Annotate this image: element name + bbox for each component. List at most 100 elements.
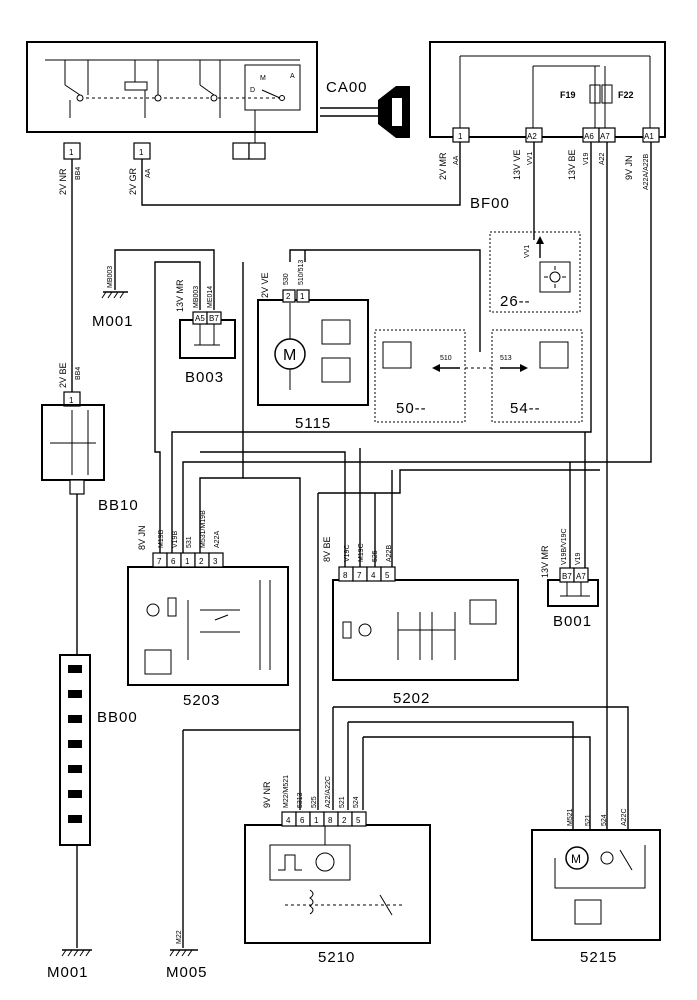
pin-5210-5: 5 [356,816,361,825]
svg-text:D: D [250,87,255,94]
pin-5202-4: 4 [371,571,376,580]
wire-b003-me014: ME014 [207,286,214,308]
label-54: 54-- [510,400,541,417]
switches-50-54 [374,329,583,423]
pin-bf00-ve: A2 [527,132,537,141]
svg-text:M: M [571,852,581,866]
wire-bf00-mr-color: 2V MR [438,152,448,180]
wire-ca00-mid-code: AA [145,168,152,178]
wire-5210-a22: A22/A22C [325,776,332,808]
pin-5115-1: 1 [300,292,305,301]
ground-m005 [169,949,198,957]
wire-bb10-code: BB4 [75,367,82,380]
wire-5210-524: 524 [353,796,360,808]
label-5210: 5210 [318,949,355,966]
label-m005: M005 [166,964,208,981]
label-b003: B003 [185,369,224,386]
wire-b001-color: 13V MR [540,545,550,578]
pin-5203-3: 3 [213,557,218,566]
wire-5210-525: 525 [311,796,318,808]
wire-5203-m19b: M19B [158,529,165,548]
pin-bf00-mr: 1 [458,132,463,141]
label-5202: 5202 [393,690,430,707]
wire-5202-525: 525 [372,550,379,562]
label-m001-lower: M001 [47,964,89,981]
wire-5202-color: 8V BE [322,536,332,562]
pin-5210-8: 8 [328,816,333,825]
wire-5215-524: 524 [601,814,608,826]
wire-5215-521: 521 [585,814,592,826]
pin-5210-2: 2 [342,816,347,825]
wire-b003-color: 13V MR [175,279,185,312]
label-ca00: CA00 [326,79,368,96]
pin-b001-b7: B7 [562,572,572,581]
label-5203: 5203 [183,692,220,709]
pin-b003-b7: B7 [209,314,219,323]
relay-5203 [127,552,289,686]
wire-5215-a22c: A22C [621,808,628,826]
wire-bb10-color: 2V BE [58,362,68,388]
pin-5202-7: 7 [357,571,362,580]
pin-5202-8: 8 [343,571,348,580]
pin-b001-a7: A7 [576,572,586,581]
label-bf00: BF00 [470,195,510,212]
wire-5202-m19c: M19C [358,543,365,562]
label-5115: 5115 [295,415,331,432]
fuse-f19: F19 [560,90,576,100]
wire-b001-v19b: V19B/V19C [561,528,568,565]
wire-26: VV1 [524,245,531,258]
wire-5210-m22: M22/M521 [283,775,290,808]
pin-ca00-left: 1 [69,148,74,157]
wire-bf00-ve-color: 13V VE [512,149,522,180]
wire-5203-m531: M531/M19B [200,510,207,548]
pin-b003-a5: A5 [195,314,205,323]
wire-m005: M22 [176,930,183,944]
wire-ca00-left-color: 2V NR [58,168,68,195]
wire-5215-m521: M521 [567,808,574,826]
wire-5210-5313: 5313 [297,792,304,808]
wire-5210-color: 9V NR [262,781,272,808]
label-50: 50-- [396,400,427,417]
wire-m001: MB003 [107,266,114,288]
wire-50: 510 [440,355,452,362]
ground-m001-lower [61,949,92,957]
wire-5115-530: 530 [283,273,290,285]
pin-bf00-a7: A7 [600,132,610,141]
wire-ca00-mid-color: 2V GR [128,167,138,195]
svg-text:M: M [283,347,296,364]
wire-5210-521: 521 [339,796,346,808]
battery-bb00 [59,654,91,948]
wire-bf00-ve-code: VV1 [527,152,534,165]
pin-ca00-mid: 1 [139,148,144,157]
pin-bb10: 1 [69,396,74,405]
wire-b001-v19: V19 [575,552,582,565]
label-bb00: BB00 [97,709,138,726]
wire-5203-531: 531 [186,536,193,548]
svg-text:A: A [290,73,295,80]
pin-bf00-a6: A6 [584,132,594,141]
wire-bf00-be-v19: V19 [583,152,590,165]
pin-5115-2: 2 [286,292,291,301]
connector-b001 [547,567,599,607]
wire-bf00-jn-code: A22A/A22B [643,153,650,190]
relay-5202 [332,566,519,681]
pin-5210-1: 1 [314,816,319,825]
pin-5203-7: 7 [157,557,162,566]
fuse-f22: F22 [618,90,634,100]
wire-5202-v19c: V19C [344,544,351,562]
wire-bf00-mr-code: AA [453,155,460,165]
pin-5203-1: 1 [185,557,190,566]
label-m001-upper: M001 [92,313,134,330]
ignition-switch-ca00: M D A [26,41,410,160]
ground-m001-upper [101,291,128,299]
pin-5210-4: 4 [286,816,291,825]
wire-5115-510: 510/513 [298,260,305,285]
pin-5203-2: 2 [199,557,204,566]
pin-5203-6: 6 [171,557,176,566]
pin-5202-5: 5 [385,571,390,580]
wiper-motor-5115: M [257,289,369,406]
fuse-box-bf00 [429,41,666,143]
label-b001: B001 [553,613,592,630]
pin-bf00-a1: A1 [644,132,654,141]
